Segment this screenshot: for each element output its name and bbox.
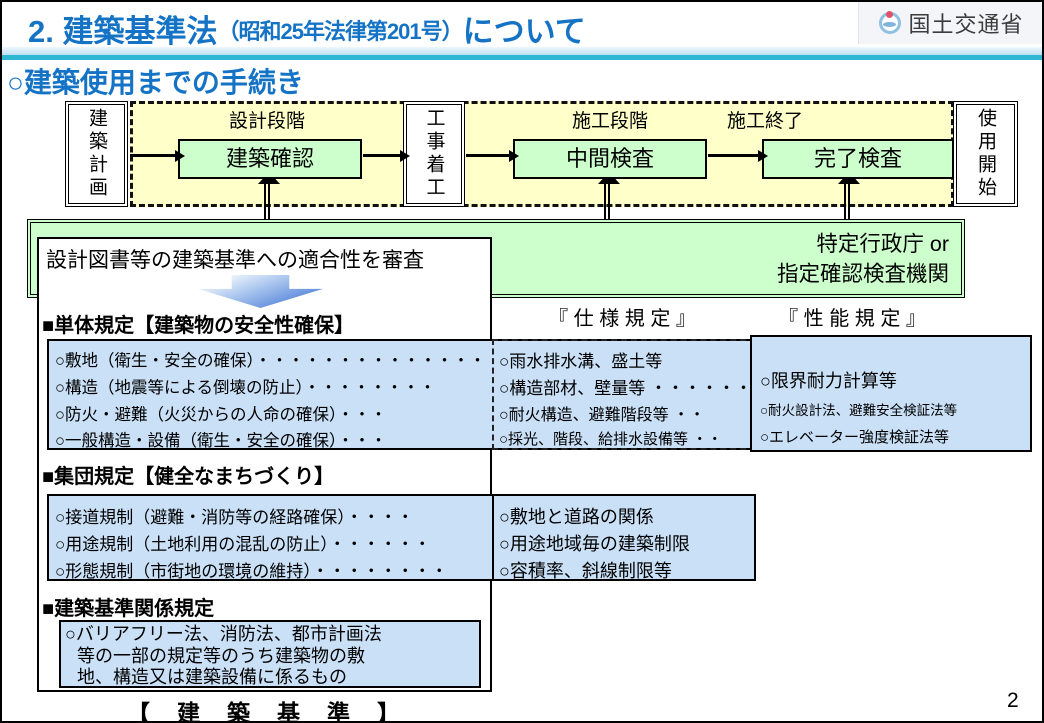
arrow-right-icon — [130, 150, 185, 162]
arrow-right-icon — [466, 150, 519, 162]
kankei-items-box: ○バリアフリー法、消防法、都市計画法 等の一部の規定等のうち建築物の敷 地、構造… — [59, 620, 481, 688]
arrow-up-double-icon — [598, 172, 620, 220]
mlit-logo-icon — [879, 11, 902, 34]
page-title-law-number: （昭和25年法律第201号） — [217, 19, 463, 44]
shudan-left-item: ○形態規制（市街地の環境の維持）・・・・・・・・ — [55, 562, 448, 581]
building-standard-label: 【 建 築 基 準 】 — [127, 700, 402, 723]
tantai-middle-item: ○構造部材、壁量等 ・・・・・・・ — [499, 379, 769, 398]
authority-line-2: 指定確認検査機関 — [776, 262, 949, 286]
kankei-line: 等の一部の規定等のうち建築物の敷 — [77, 645, 365, 666]
flow-box-building-confirmation: 建築確認 — [178, 139, 362, 179]
performance-rules-label: 『 性 能 規 定 』 — [778, 308, 926, 330]
arrow-up-double-icon — [258, 172, 280, 220]
arrow-right-icon — [363, 150, 410, 162]
header-band-light — [2, 47, 1042, 55]
tantai-left-item: ○構造（地震等による倒壊の防止）・・・・・・・・ — [55, 379, 436, 397]
shudan-right-item: ○容積率、斜線制限等 — [499, 561, 672, 581]
tantai-left-item: ○防火・避難（火災からの人命の確保）・・・ — [55, 406, 387, 424]
shudan-heading: ■集団規定【健全なまちづくり】 — [42, 466, 335, 488]
performance-item: ○耐火設計法、避難安全検証法等 — [760, 403, 958, 418]
mlit-logo-text: 国土交通省 — [908, 12, 1024, 37]
page-title-main: 2. 建築基準法 — [28, 14, 218, 49]
construction-stage-label: 施工段階 — [571, 111, 648, 132]
tantai-left-item: ○一般構造・設備（衛生・安全の確保）・・・ — [55, 432, 387, 450]
page-title-suffix: について — [462, 14, 586, 49]
shudan-column-divider — [492, 496, 494, 579]
design-stage-label: 設計段階 — [228, 111, 305, 132]
kankei-line: 地、構造又は建築設備に係るもの — [77, 667, 347, 687]
authority-line-1: 特定行政庁 or — [816, 232, 949, 256]
construction-end-label: 施工終了 — [726, 111, 803, 132]
tantai-left-item: ○敷地（衛生・安全の確保）・・・・・・・・・・・・・・ — [55, 352, 486, 370]
arrow-right-icon — [708, 150, 768, 162]
flow-box-interim-inspection: 中間検査 — [513, 139, 707, 179]
kankei-heading: ■建築基準関係規定 — [42, 598, 215, 620]
shudan-right-item: ○敷地と道路の関係 — [499, 507, 654, 527]
tantai-items-box: ○敷地（衛生・安全の確保）・・・・・・・・・・・・・・ ○構造（地震等による倒壊… — [47, 339, 769, 450]
performance-item: ○限界耐力計算等 — [760, 371, 897, 391]
review-caption: 設計図書等の建築基準への適合性を審査 — [46, 249, 424, 272]
specification-rules-label: 『 仕 様 規 定 』 — [548, 308, 696, 330]
mlit-logo: 国土交通省 — [858, 2, 1042, 44]
shudan-left-item: ○接道規制（避難・消防等の経路確保）・・・・ — [55, 508, 414, 527]
flow-box-completion-inspection: 完了検査 — [762, 139, 954, 179]
flow-box-construction-start: 工事着工 — [403, 101, 465, 207]
flow-box-building-plan: 建築計画 — [65, 101, 128, 207]
header-band-cyan — [2, 55, 1042, 60]
tantai-middle-item: ○採光、階段、給排水設備等 ・・ — [499, 431, 723, 448]
section-subtitle: ○建築使用までの手続き — [7, 67, 304, 98]
review-panel — [37, 237, 492, 692]
arrow-up-double-icon — [838, 172, 860, 220]
shudan-left-item: ○用途規制（土地利用の混乱の防止）・・・・・・ — [55, 535, 431, 554]
tantai-middle-item: ○耐火構造、避難階段等 ・・ — [499, 407, 706, 424]
kankei-line: ○バリアフリー法、消防法、都市計画法 — [65, 624, 382, 644]
shudan-items-box: ○接道規制（避難・消防等の経路確保）・・・・ ○用途規制（土地利用の混乱の防止）… — [47, 494, 756, 581]
page-number: 2 — [1007, 689, 1019, 712]
performance-item: ○エレベーター強度検証法等 — [760, 429, 950, 446]
flow-box-use-start: 使用開始 — [953, 101, 1018, 207]
shudan-right-item: ○用途地域毎の建築制限 — [499, 534, 690, 554]
tantai-heading: ■単体規定【建築物の安全性確保】 — [42, 315, 355, 337]
page-title: 2. 建築基準法（昭和25年法律第201号）について — [28, 6, 586, 51]
tantai-middle-item: ○雨水排水溝、盛土等 — [499, 352, 663, 371]
authority-banner-text: 特定行政庁 or 指定確認検査機関 — [777, 229, 949, 289]
performance-items-box: ○限界耐力計算等 ○耐火設計法、避難安全検証法等 ○エレベーター強度検証法等 — [750, 335, 1032, 452]
